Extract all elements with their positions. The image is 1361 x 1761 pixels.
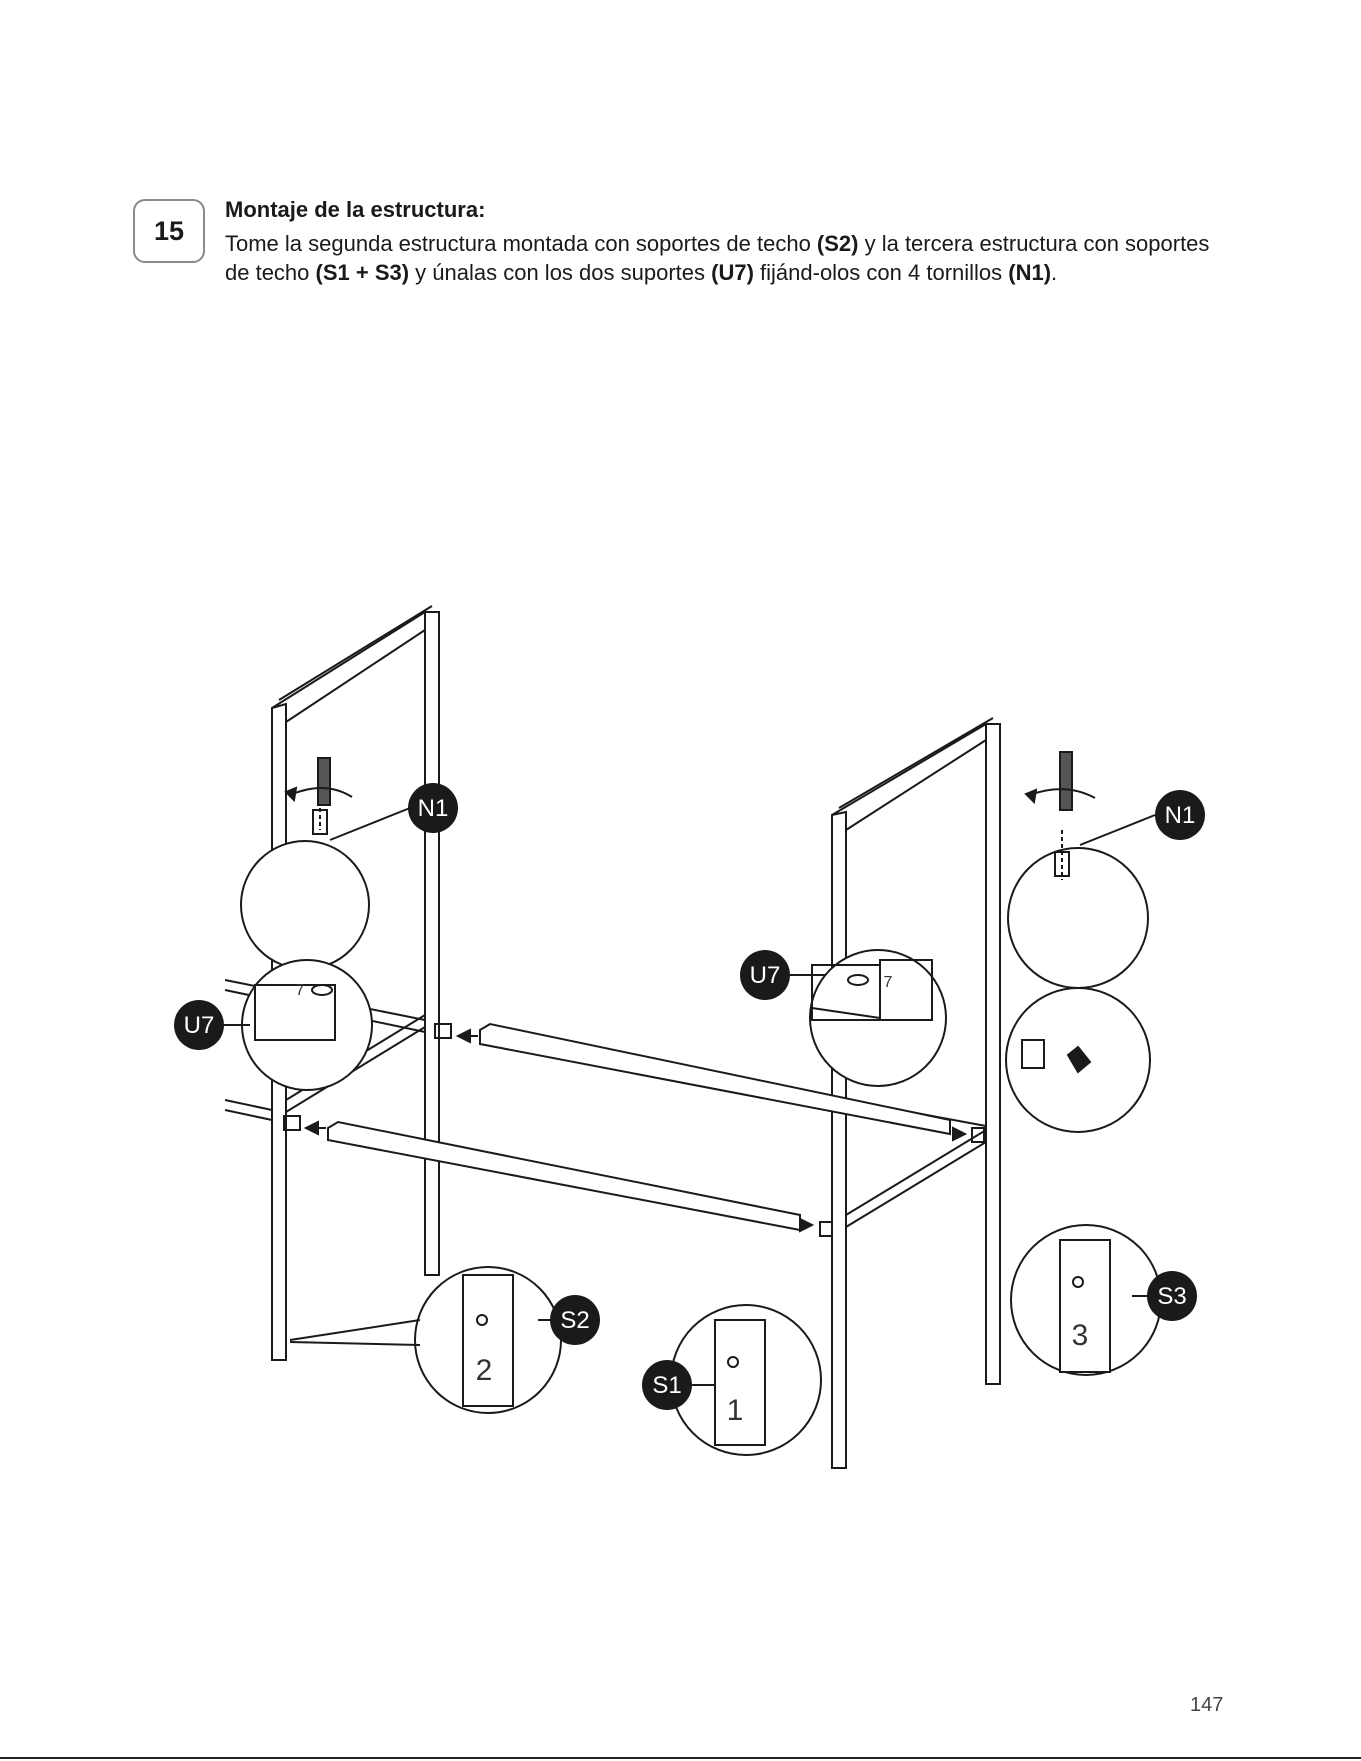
callout-n1-left: N1: [408, 783, 458, 833]
label-n1-right: N1: [1165, 802, 1196, 829]
label-u7-left: U7: [184, 1012, 215, 1039]
label-s2: S2: [560, 1307, 589, 1334]
callout-s2: S2: [550, 1295, 600, 1345]
beam-number-right: 7: [884, 974, 893, 991]
label-s3: S3: [1157, 1283, 1186, 1310]
beam-number-left: 7: [296, 982, 305, 999]
screwdriver-icon: [286, 758, 352, 805]
page-number: 147: [1190, 1694, 1223, 1717]
right-frame: [832, 718, 1000, 1468]
label-s1: S1: [652, 1372, 681, 1399]
callout-n1-right: N1: [1155, 790, 1205, 840]
label-n1-left: N1: [418, 795, 449, 822]
callout-u7-right: U7: [740, 950, 790, 1000]
post-number-1: 1: [727, 1394, 744, 1427]
screwdriver-icon: [1026, 752, 1095, 810]
callout-s3: S3: [1147, 1271, 1197, 1321]
callout-u7-left: U7: [174, 1000, 224, 1050]
post-number-2: 2: [476, 1354, 493, 1387]
callout-s1: S1: [642, 1360, 692, 1410]
bottom-rule: [0, 1757, 1361, 1759]
label-u7-right: U7: [750, 962, 781, 989]
post-number-3: 3: [1072, 1319, 1089, 1352]
